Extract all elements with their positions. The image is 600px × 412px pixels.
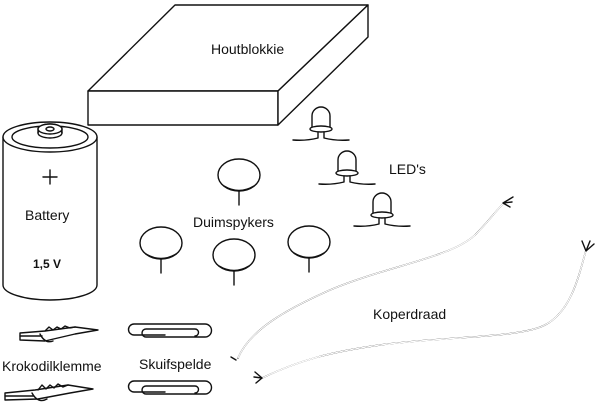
drawing-pin-1 xyxy=(217,158,261,206)
copper-wire-1 xyxy=(230,196,514,361)
label-battery: Battery xyxy=(25,207,70,223)
label-skuifspelde: Skuifspelde xyxy=(139,356,212,372)
led-1 xyxy=(292,106,350,141)
label-krokodilklemme: Krokodilklemme xyxy=(2,358,102,374)
paper-clip-2 xyxy=(127,380,213,395)
label-leds: LED's xyxy=(389,161,426,177)
paper-clip-1 xyxy=(127,323,213,338)
battery xyxy=(2,121,98,301)
led-2 xyxy=(318,150,376,185)
crocodile-clip-1 xyxy=(19,325,99,343)
drawing-pin-4 xyxy=(287,225,331,273)
drawing-pin-2 xyxy=(139,226,183,274)
label-duimspykers: Duimspykers xyxy=(193,214,274,230)
copper-wire-2 xyxy=(253,240,595,384)
label-koperdraad: Koperdraad xyxy=(373,306,447,322)
label-houtblokkie: Houtblokkie xyxy=(211,41,285,57)
wooden-block xyxy=(87,4,369,126)
crocodile-clip-2 xyxy=(4,383,94,402)
led-3 xyxy=(353,192,411,227)
drawing-pin-3 xyxy=(212,238,256,286)
label-voltage: 1,5 V xyxy=(33,257,62,271)
